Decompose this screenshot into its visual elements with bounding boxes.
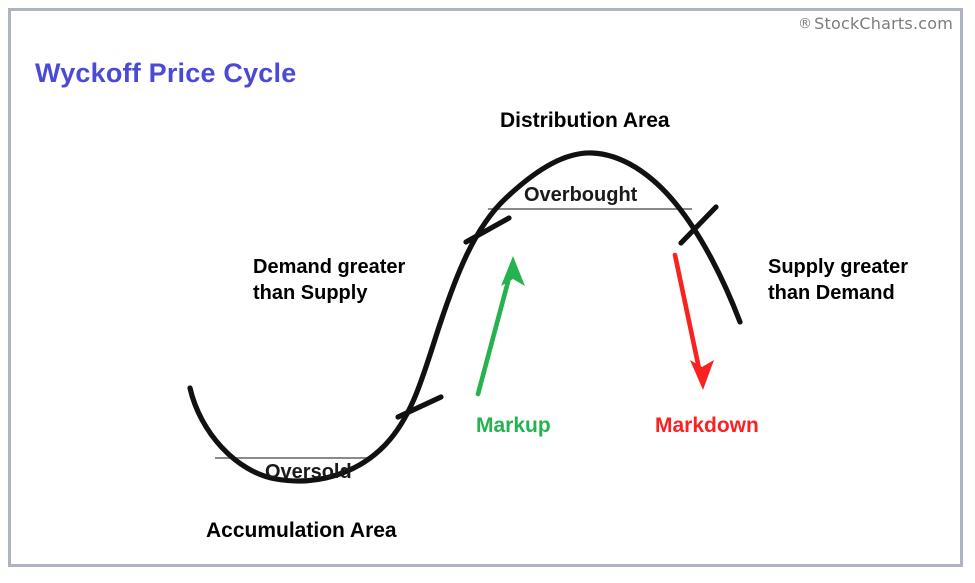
figure-frame bbox=[8, 8, 963, 567]
stockcharts-watermark: ®StockCharts.com bbox=[798, 14, 953, 33]
label-distribution-area: Distribution Area bbox=[500, 109, 670, 132]
markdown-arrow bbox=[672, 252, 714, 390]
price-cycle-curve bbox=[187, 150, 743, 484]
demand-line-1: Demand greater bbox=[253, 256, 406, 278]
label-supply-greater-than-demand: Supply greater than Demand bbox=[768, 255, 908, 306]
label-demand-greater-than-supply: Demand greater than Supply bbox=[253, 255, 405, 306]
tick-mark-markdown-start bbox=[678, 204, 719, 246]
label-markdown: Markdown bbox=[655, 414, 759, 437]
watermark-text: StockCharts.com bbox=[814, 14, 953, 33]
label-overbought: Overbought bbox=[524, 184, 638, 206]
supply-line-2: than Demand bbox=[768, 281, 895, 304]
tick-mark-markup-start bbox=[395, 394, 444, 420]
supply-line-1: Supply greater bbox=[768, 256, 909, 278]
registered-mark-icon: ® bbox=[797, 16, 813, 32]
label-accumulation-area: Accumulation Area bbox=[206, 519, 397, 542]
label-markup: Markup bbox=[476, 414, 551, 437]
tick-mark-markup-end bbox=[463, 215, 512, 245]
demand-line-2: than Supply bbox=[253, 281, 368, 304]
page-title: Wyckoff Price Cycle bbox=[35, 58, 297, 88]
markup-arrow bbox=[475, 256, 525, 397]
label-oversold: Oversold bbox=[265, 461, 352, 483]
